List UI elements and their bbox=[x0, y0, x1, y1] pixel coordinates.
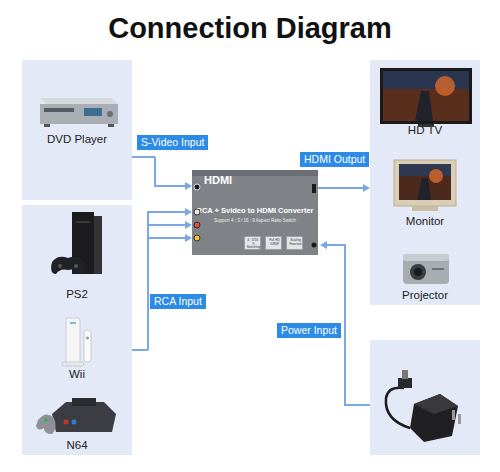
arrow-head bbox=[185, 182, 192, 190]
connector-arrow bbox=[132, 208, 192, 350]
arrow-head bbox=[185, 234, 192, 242]
converter-box: HDMI RCA + Svideo to HDMI ConverterSuppor… bbox=[192, 170, 318, 255]
feature-button: Full HD 1080P bbox=[265, 236, 282, 250]
connector-arrow bbox=[132, 157, 192, 190]
device-panel: HD TV MonitorProjector bbox=[370, 60, 480, 305]
feature-button: 4 : 3/16 : 9 Switching bbox=[244, 236, 261, 250]
device-name: Projector bbox=[370, 289, 480, 302]
device-name: DVD Player bbox=[22, 133, 132, 146]
arrow-head bbox=[363, 184, 370, 192]
connector-line bbox=[132, 157, 186, 186]
connector-line bbox=[132, 212, 186, 350]
device-panel: DVD Player bbox=[22, 60, 132, 200]
device-name: HD TV bbox=[370, 124, 480, 137]
power-adapter-icon bbox=[386, 370, 461, 442]
button-text: 4 : 3/16 : 9 Switching bbox=[246, 239, 261, 250]
device-text: RCA + Svideo to HDMI Converter bbox=[196, 207, 314, 215]
device-name: N64 bbox=[22, 439, 132, 452]
connection-label: S-Video Input bbox=[137, 135, 208, 150]
button-text: Scaling Function bbox=[288, 239, 303, 246]
arrow-head bbox=[185, 221, 192, 229]
connection-label: RCA Input bbox=[150, 294, 206, 309]
arrow-head bbox=[185, 208, 192, 216]
feature-button: Scaling Function bbox=[286, 236, 303, 250]
power-panel bbox=[370, 340, 480, 455]
device-panel: PS2WiiN64 bbox=[22, 205, 132, 455]
device-name: Monitor bbox=[370, 215, 480, 228]
connection-label: Power Input bbox=[277, 323, 341, 338]
button-text: Full HD 1080P bbox=[267, 239, 282, 246]
connection-label: HDMI Output bbox=[300, 152, 369, 167]
device-name: Wii bbox=[22, 368, 132, 381]
connector-arrow bbox=[318, 184, 370, 192]
device-text: Support 4 : 3 / 16 : 9 Aspect Ratio Swit… bbox=[196, 219, 314, 224]
device-text: HDMI bbox=[204, 174, 244, 186]
device-name: PS2 bbox=[22, 288, 132, 301]
diagram-title: Connection Diagram bbox=[0, 12, 500, 45]
connector-line bbox=[318, 187, 364, 189]
